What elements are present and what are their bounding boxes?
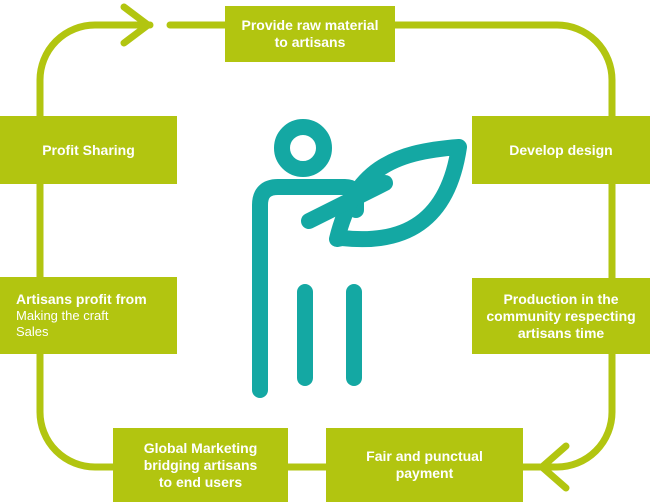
step-label-line: Develop design <box>509 141 613 158</box>
step-production-in-community: Production in the community respecting a… <box>472 278 650 354</box>
step-fair-payment: Fair and punctual payment <box>326 428 523 502</box>
chevron-arrow-icon <box>120 3 152 47</box>
step-label-line: community respecting <box>486 307 636 324</box>
step-profit-sharing: Profit Sharing <box>0 116 177 184</box>
step-provide-raw-material: Provide raw material to artisans <box>225 6 395 62</box>
step-label-line: artisans time <box>517 324 605 341</box>
step-label-line: Artisans profit from <box>16 291 147 307</box>
step-sub-label-line: Sales <box>16 324 49 339</box>
step-label-line: to artisans <box>274 34 346 50</box>
step-sub-label-line: Making the craft <box>16 308 109 323</box>
step-label-line: Fair and punctual <box>366 448 483 464</box>
cycle-loop-line <box>36 21 616 471</box>
step-global-marketing: Global Marketing bridging artisans to en… <box>113 428 288 502</box>
chevron-arrow-icon <box>538 442 570 492</box>
person-with-leaf-icon <box>252 119 467 398</box>
step-label-line: bridging artisans <box>143 456 258 473</box>
step-label-line: Global Marketing <box>143 439 258 456</box>
step-label-line: Provide raw material <box>241 17 379 33</box>
step-develop-design: Develop design <box>472 116 650 184</box>
step-artisans-profit: Artisans profit from Making the craft Sa… <box>0 277 177 354</box>
step-label-line: to end users <box>158 473 243 490</box>
step-label-line: Production in the <box>503 290 619 307</box>
step-label-line: payment <box>395 465 454 481</box>
step-label-line: Profit Sharing <box>42 141 135 158</box>
